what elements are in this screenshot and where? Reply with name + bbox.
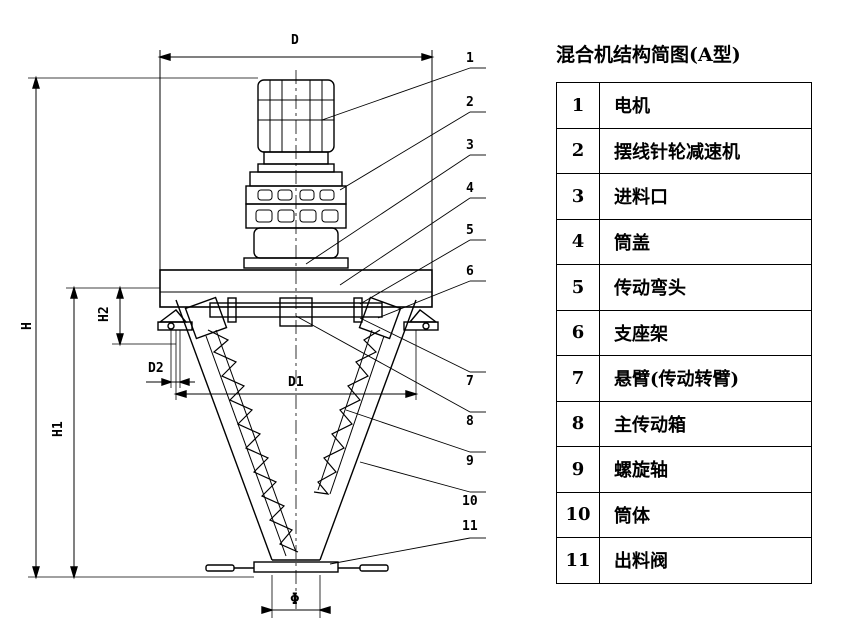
part-number: 4 <box>556 218 600 265</box>
callout-5: 5 <box>466 223 474 238</box>
table-row: 4 筒盖 <box>556 218 812 265</box>
table-row: 10 筒体 <box>556 491 812 538</box>
part-number: 3 <box>556 173 600 220</box>
table-row: 1 电机 <box>556 82 812 129</box>
callout-10: 10 <box>462 494 478 509</box>
parts-table: 1 电机 2 摆线针轮减速机 3 进料口 4 筒盖 5 传动弯头 6 支座架 7… <box>556 82 812 584</box>
part-name: 筒体 <box>599 491 812 538</box>
callout-7: 7 <box>466 374 474 389</box>
part-number: 2 <box>556 127 600 174</box>
part-number: 7 <box>556 355 600 402</box>
part-name: 出料阀 <box>599 537 812 584</box>
part-name: 支座架 <box>599 309 812 356</box>
callout-1: 1 <box>466 51 474 66</box>
dim-label-h2: H2 <box>97 306 112 322</box>
table-row: 9 螺旋轴 <box>556 446 812 493</box>
table-row: 8 主传动箱 <box>556 400 812 447</box>
callout-11: 11 <box>462 519 478 534</box>
part-name: 悬臂(传动转臂) <box>599 355 812 402</box>
part-number: 11 <box>556 537 600 584</box>
table-row: 6 支座架 <box>556 309 812 356</box>
table-row: 11 出料阀 <box>556 537 812 584</box>
callout-8: 8 <box>466 414 474 429</box>
part-number: 9 <box>556 446 600 493</box>
dim-label-d1: D1 <box>288 375 304 390</box>
mixer-structure-drawing: D H H1 H2 D1 D2 Φ 1 2 3 4 5 6 7 8 9 10 1… <box>20 33 486 618</box>
table-row: 5 传动弯头 <box>556 264 812 311</box>
dim-label-d: D <box>291 33 299 48</box>
part-name: 主传动箱 <box>599 400 812 447</box>
callout-3: 3 <box>466 138 474 153</box>
table-row: 2 摆线针轮减速机 <box>556 127 812 174</box>
part-name: 传动弯头 <box>599 264 812 311</box>
callout-4: 4 <box>466 181 474 196</box>
table-row: 7 悬臂(传动转臂) <box>556 355 812 402</box>
part-name: 筒盖 <box>599 218 812 265</box>
dim-label-d2: D2 <box>148 361 164 376</box>
part-number: 10 <box>556 491 600 538</box>
part-name: 进料口 <box>599 173 812 220</box>
part-number: 6 <box>556 309 600 356</box>
dim-label-h: H <box>20 322 35 330</box>
part-number: 1 <box>556 82 600 129</box>
callout-9: 9 <box>466 454 474 469</box>
part-name: 螺旋轴 <box>599 446 812 493</box>
callout-2: 2 <box>466 95 474 110</box>
part-name: 摆线针轮减速机 <box>599 127 812 174</box>
dim-label-phi: Φ <box>290 589 300 608</box>
part-number: 5 <box>556 264 600 311</box>
part-number: 8 <box>556 400 600 447</box>
parts-table-title: 混合机结构简图(A型) <box>556 44 741 66</box>
callout-6: 6 <box>466 264 474 279</box>
table-row: 3 进料口 <box>556 173 812 220</box>
dim-label-h1: H1 <box>51 421 66 437</box>
part-name: 电机 <box>599 82 812 129</box>
